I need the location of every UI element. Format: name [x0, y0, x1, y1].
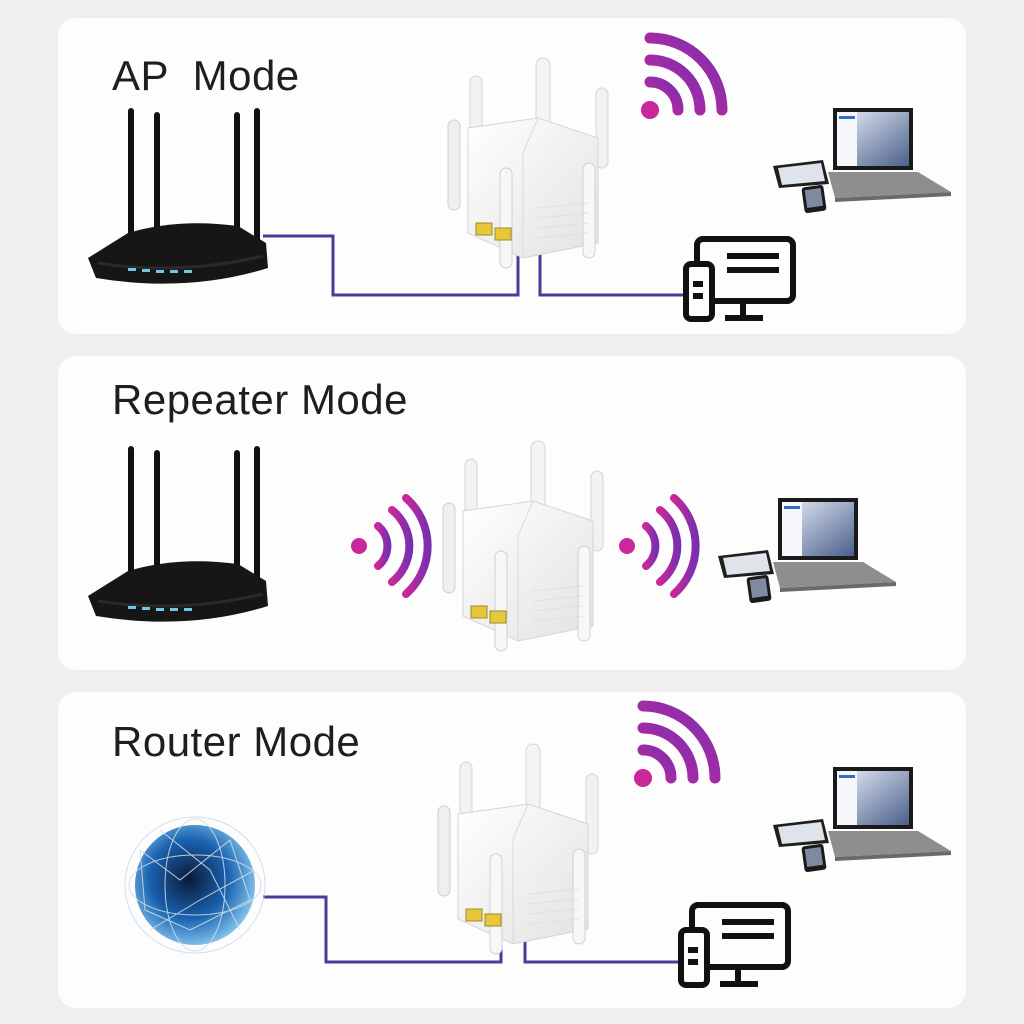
laptop-devices-icon: [773, 767, 951, 873]
laptop-devices-icon: [773, 108, 951, 214]
internet-globe-icon: [124, 816, 266, 954]
wifi-icon: [640, 38, 730, 128]
desktop-phone-icon: [683, 236, 803, 326]
extender-icon: [442, 440, 604, 652]
desktop-phone-icon: [678, 902, 803, 997]
extender-icon: [437, 743, 599, 955]
panel-title: Router Mode: [112, 718, 361, 765]
panel-repeater-mode: Repeater Mode: [58, 356, 966, 670]
laptop-devices-icon: [718, 498, 896, 604]
extender-icon: [447, 57, 609, 269]
wifi-icon-extender-to-clients: [618, 498, 688, 598]
router-icon: [86, 106, 270, 286]
wifi-icon: [633, 706, 723, 801]
panel-title: AP Mode: [112, 52, 300, 99]
panel-ap-mode: AP Mode: [58, 18, 966, 334]
cable-router-to-extender: [263, 234, 686, 297]
panel-title: Repeater Mode: [112, 376, 409, 423]
wifi-icon-router-to-extender: [350, 498, 420, 598]
router-icon: [86, 444, 270, 624]
panel-router-mode: Router Mode: [58, 692, 966, 1008]
